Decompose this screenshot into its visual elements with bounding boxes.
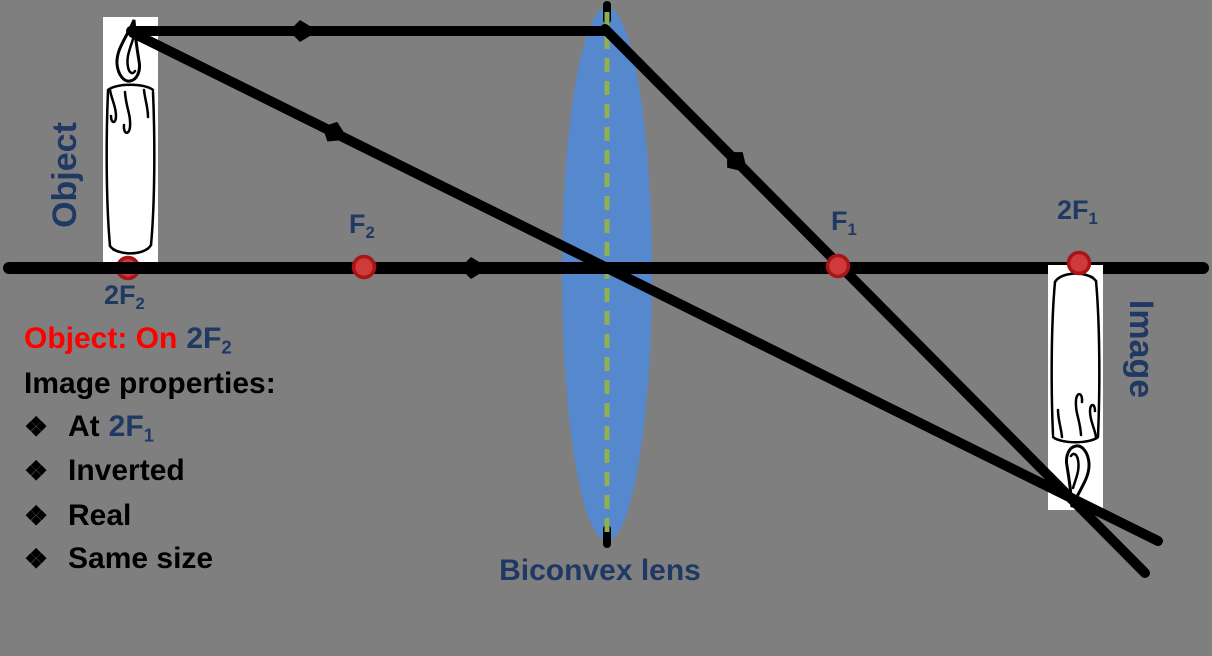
object-label: Object	[46, 122, 84, 228]
point-f1-dot	[825, 253, 851, 279]
diamond-bullet-icon: ❖	[24, 456, 49, 486]
point-2f2-label: 2F2	[104, 280, 145, 314]
image-property-item: ❖Inverted	[24, 454, 185, 487]
info-image-point: 2F1	[108, 410, 155, 446]
point-f2-dot	[351, 254, 377, 280]
image-property-item: ❖Same size	[24, 542, 214, 575]
ray-through-lens-center	[128, 28, 1163, 546]
point-f1-label: F1	[831, 206, 857, 240]
point-2f1-label: 2F1	[1057, 195, 1098, 229]
arrowhead-parallel-ray	[289, 20, 318, 42]
info-object-position-text: Object: On	[24, 322, 178, 355]
diamond-bullet-icon: ❖	[24, 501, 49, 531]
info-heading: Image properties:	[24, 367, 276, 400]
diamond-bullet-icon: ❖	[24, 544, 49, 574]
image-property-item: ❖Real	[24, 499, 132, 532]
arrowhead-center-ray	[322, 121, 349, 142]
point-f2-label: F2	[349, 209, 375, 243]
arrowhead-axis	[460, 257, 489, 279]
diamond-bullet-icon: ❖	[24, 412, 49, 442]
object-candle-icon	[101, 15, 160, 264]
lens-caption: Biconvex lens	[499, 554, 701, 587]
point-2f1-dot	[1066, 250, 1092, 276]
ray-refracted-through-f1	[600, 24, 1150, 578]
arrowhead-refracted-ray	[727, 152, 748, 173]
info-object-position-point: 2F2	[186, 322, 232, 358]
image-label: Image	[1122, 299, 1160, 399]
image-candle-icon	[1046, 263, 1105, 512]
